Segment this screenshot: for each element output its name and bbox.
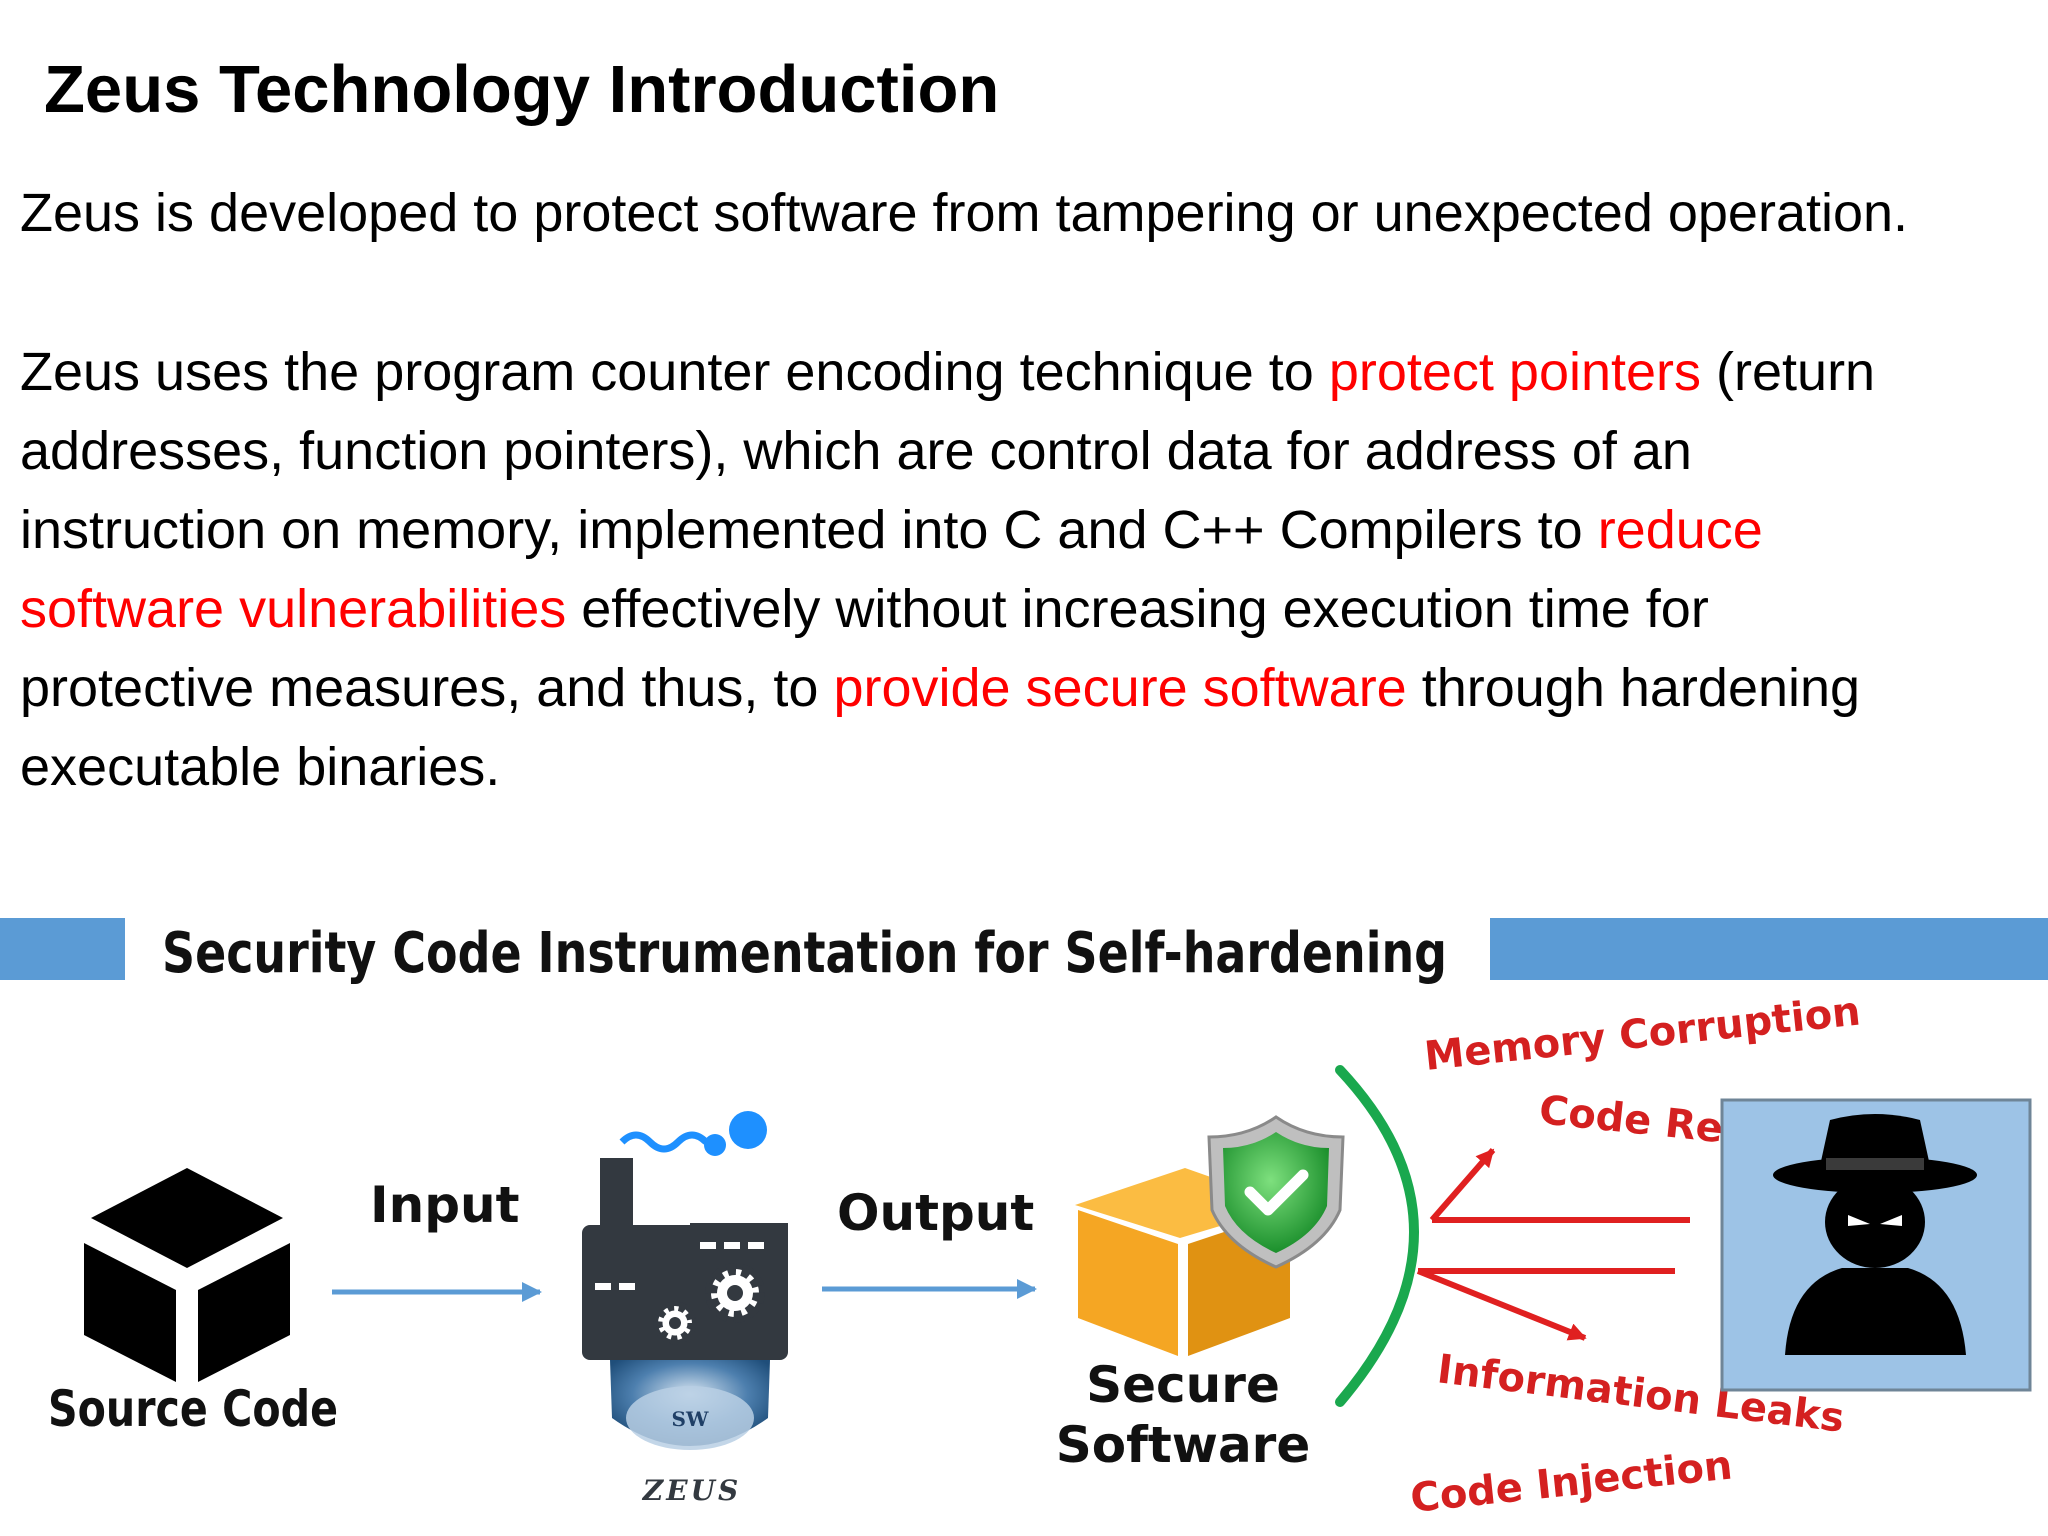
gear-icon — [705, 1263, 765, 1323]
attack-arrow-incoming — [1429, 1148, 1496, 1222]
description-line-4: software vulnerabilities effectively wit… — [20, 570, 2040, 649]
highlight-provide-secure-software: provide secure software — [833, 658, 1407, 718]
factory-icon — [582, 1111, 788, 1360]
gear-icon — [653, 1301, 697, 1345]
description-line-1: Zeus uses the program counter encoding t… — [20, 333, 2040, 412]
description-line-3: instruction on memory, implemented into … — [20, 491, 2040, 570]
description-text: protective measures, and thus, to — [20, 658, 834, 718]
source-code-cube-icon — [84, 1168, 290, 1382]
source-code-label: Source Code — [48, 1380, 338, 1438]
check-shield-icon — [1207, 1115, 1345, 1269]
secure-label-line-2: Software — [1056, 1416, 1311, 1474]
title-bar-right — [1490, 918, 2048, 980]
zeus-badge-icon: SW — [610, 1360, 770, 1450]
description-line-5: protective measures, and thus, to provid… — [20, 649, 2040, 728]
description-line-6: executable binaries. — [20, 737, 501, 797]
highlight-software-vulnerabilities: software vulnerabilities — [20, 579, 567, 639]
description-text: (return — [1701, 342, 1876, 402]
attack-arrow-outgoing — [1416, 1268, 1587, 1341]
title-bar-left — [0, 918, 125, 980]
hacker-icon — [1773, 1114, 1977, 1355]
zeus-label: ZEUS — [642, 1474, 741, 1507]
input-label: Input — [370, 1176, 520, 1234]
highlight-protect-pointers: protect pointers — [1328, 342, 1702, 402]
badge-text: SW — [672, 1407, 709, 1431]
description-text: Zeus uses the program counter encoding t… — [20, 342, 1329, 402]
output-label: Output — [837, 1184, 1034, 1242]
threat-code-injection: Code Injection — [1408, 1442, 1734, 1522]
threat-memory-corruption: Memory Corruption — [1422, 988, 1862, 1080]
security-instrumentation-diagram: Security Code Instrumentation for Self-h… — [0, 918, 2048, 1522]
description-text: through hardening — [1406, 658, 1861, 718]
page-title: Zeus Technology Introduction — [44, 52, 1000, 127]
description-paragraph: Zeus uses the program counter encoding t… — [20, 333, 2040, 807]
protection-shield-arc — [1335, 1065, 1419, 1407]
description-text: instruction on memory, implemented into … — [20, 500, 1598, 560]
highlight-reduce: reduce — [1597, 500, 1763, 560]
intro-text: Zeus is developed to protect software fr… — [20, 183, 1909, 243]
diagram-title: Security Code Instrumentation for Self-h… — [162, 921, 1447, 986]
intro-paragraph: Zeus is developed to protect software fr… — [20, 174, 2040, 253]
description-text: effectively without increasing execution… — [566, 579, 1709, 639]
secure-label-line-1: Secure — [1086, 1356, 1280, 1414]
description-line-2: addresses, function pointers), which are… — [20, 421, 1692, 481]
